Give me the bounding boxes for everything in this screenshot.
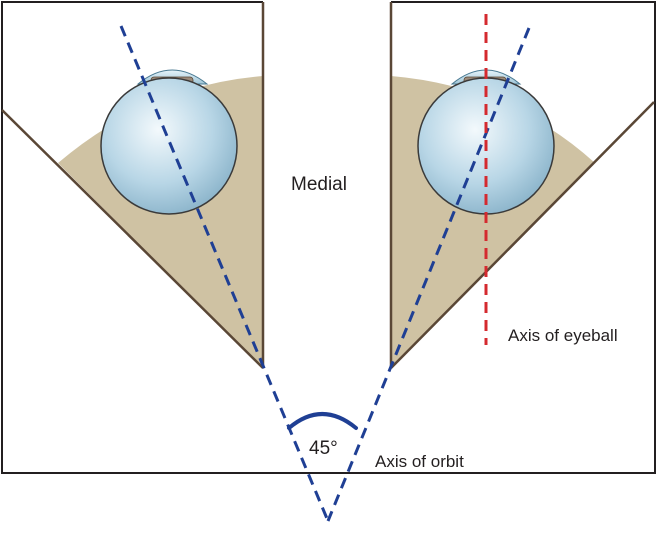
medial-label: Medial	[291, 174, 347, 195]
angle-arc	[287, 412, 358, 430]
right-lateral-wall	[390, 101, 655, 369]
angle-label: 45°	[309, 438, 338, 459]
axis-of-eyeball-label: Axis of eyeball	[508, 326, 618, 345]
left-globe	[100, 77, 238, 215]
outer-frame	[1, 1, 656, 474]
left-eyeball	[100, 69, 238, 215]
right-orbit	[389, 2, 655, 369]
axis-of-orbit-label: Axis of orbit	[375, 452, 464, 471]
left-orbit	[1, 2, 265, 369]
left-lateral-wall	[1, 109, 264, 369]
